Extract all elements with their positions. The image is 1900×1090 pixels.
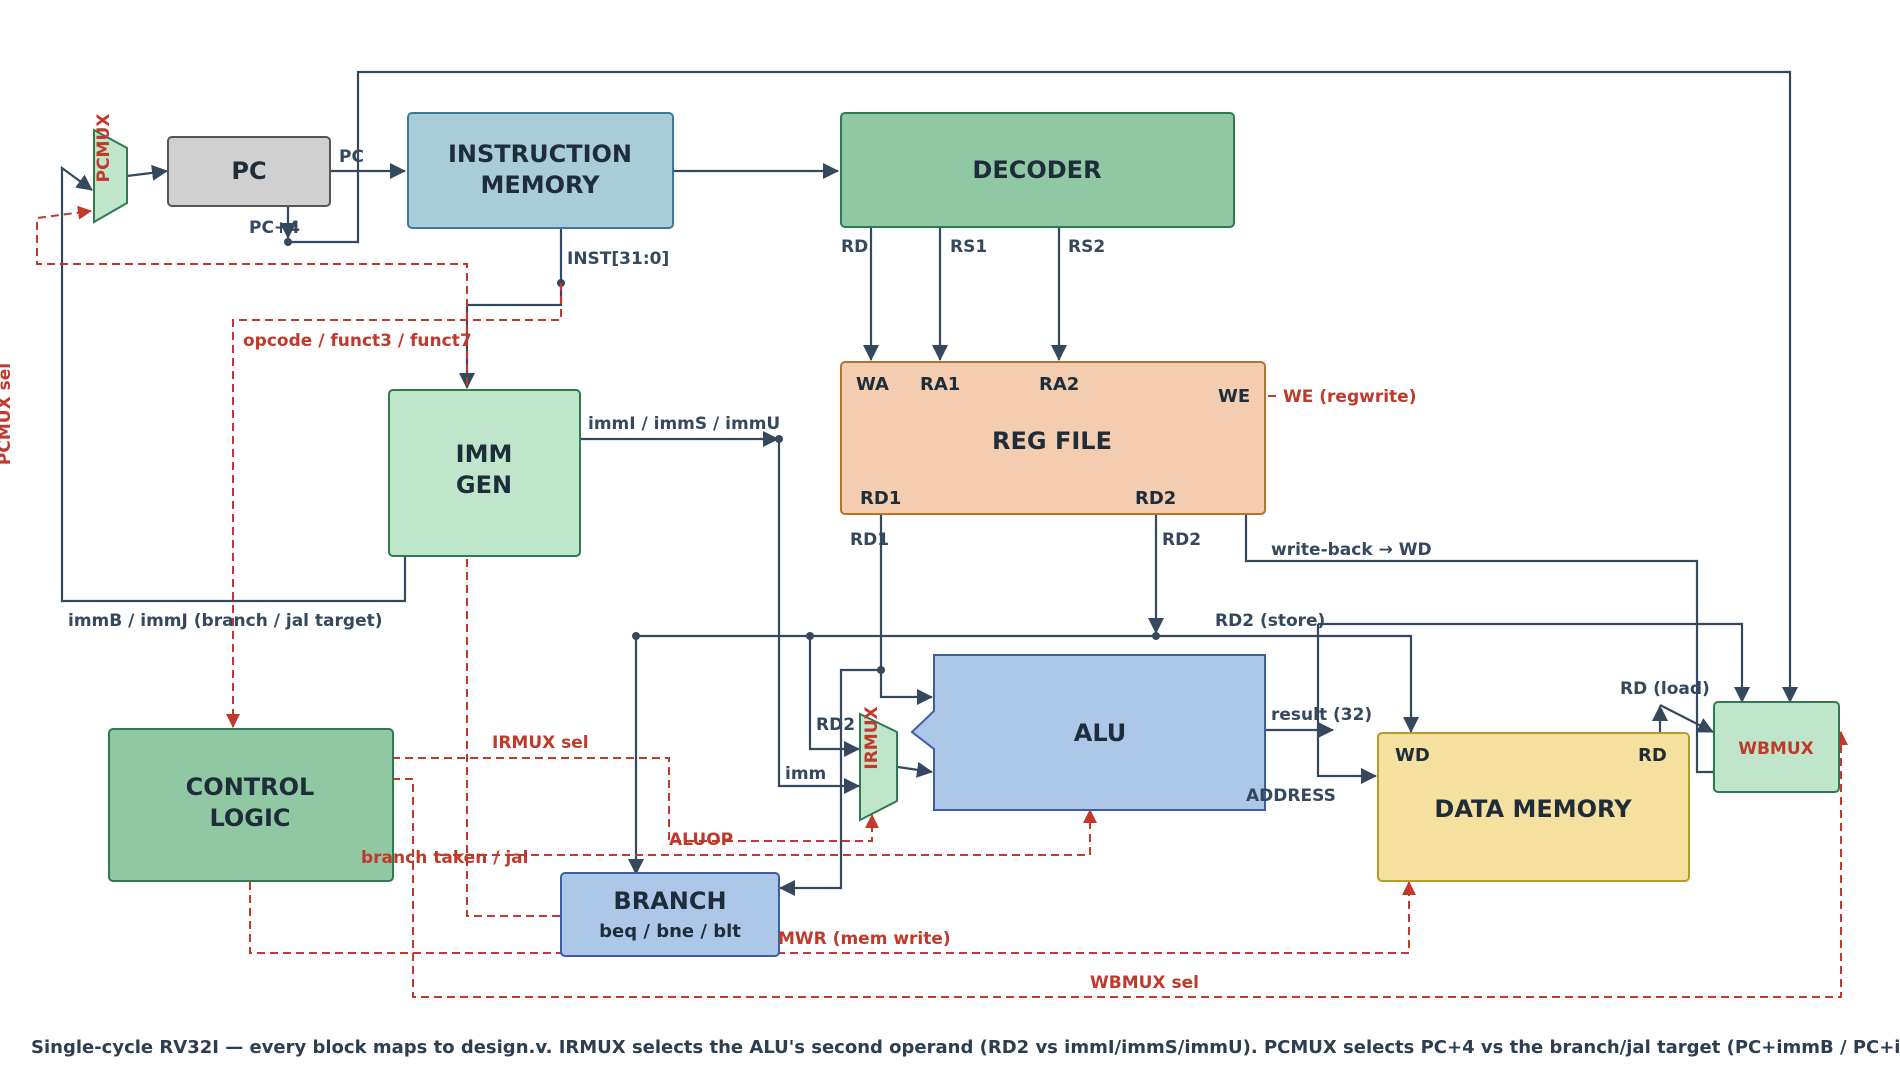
sig-result: result (32) [1271, 705, 1372, 725]
decoder-block: DECODER [840, 112, 1235, 228]
dmem-label: DATA MEMORY [1434, 795, 1632, 823]
sig-rd1: RD1 [850, 530, 889, 550]
cwire-mwr [249, 881, 1416, 954]
sig-inst: INST[31:0] [567, 249, 669, 269]
imem-label-line1: INSTRUCTION [448, 140, 632, 168]
branch-sublabel: beq / bne / blt [599, 921, 741, 942]
pc-block: PC [167, 136, 331, 207]
control-labels: PCMUX sel opcode / funct3 / funct7 WE (r… [0, 331, 1416, 993]
wire-pcmux-to-pc [126, 164, 168, 181]
ctl-branch-taken: branch taken / jal [361, 848, 528, 868]
instruction-memory-block: INSTRUCTION MEMORY [407, 112, 674, 229]
ctl-irmux-sel: IRMUX sel [492, 733, 589, 753]
sig-imm-ius: immI / immS / immU [588, 414, 780, 434]
ctl-wbmux-sel: WBMUX sel [1090, 973, 1199, 993]
branch-label: BRANCH [613, 887, 726, 915]
wire-inst-to-immgen [459, 283, 563, 389]
regfile-port-rd1: RD1 [860, 488, 901, 509]
sig-mux-imm: imm [785, 764, 826, 784]
wire-load-to-wbmux [1659, 704, 1714, 733]
register-file-block: REG FILE WA RA1 RA2 WE RD1 RD2 [840, 361, 1266, 515]
sig-rd2-store: RD2 (store) [1215, 611, 1325, 631]
pcmux: PCMUX [93, 114, 128, 224]
diagram-caption: Single-cycle RV32I — every block maps to… [31, 1037, 1900, 1058]
sig-writeback: write-back → WD [1271, 540, 1432, 560]
branch-block: BRANCH beq / bne / blt [560, 872, 780, 957]
wire-immbj-to-pcmux [60, 165, 407, 603]
ctl-aluop: ALUOP [669, 830, 733, 850]
imem-label-line2: MEMORY [480, 171, 600, 199]
wire-rd1-to-alu [879, 670, 933, 705]
sig-rs1: RS1 [950, 237, 987, 257]
wire-imm-to-irmux [777, 439, 860, 794]
ctl-pcmux-sel: PCMUX sel [0, 363, 15, 465]
irmux-label: IRMUX [862, 706, 882, 769]
immgen-label-line1: IMM [456, 440, 513, 468]
dmem-port-rd: RD [1638, 745, 1667, 766]
ctl-mwr: MWR (mem write) [778, 929, 951, 949]
cwire-aluop [440, 809, 1097, 856]
regfile-label: REG FILE [992, 427, 1112, 455]
sig-pc-plus4: PC+4 [249, 218, 300, 238]
imm-gen-block: IMM GEN [388, 389, 581, 557]
wire-result-to-dmem-addr [1316, 624, 1377, 784]
sig-pc: PC [339, 147, 364, 167]
sig-rd-load: RD (load) [1620, 679, 1710, 699]
regfile-port-rd2: RD2 [1135, 488, 1176, 509]
alu-label: ALU [1074, 719, 1127, 747]
pcmux-label: PCMUX [94, 114, 114, 183]
wire-rd2-to-dmem-wd [1156, 634, 1419, 733]
cwire-wbmux-sel [392, 731, 1848, 998]
sig-address: ADDRESS [1246, 786, 1336, 806]
immgen-label-line2: GEN [456, 471, 512, 499]
sig-rd2: RD2 [1162, 530, 1201, 550]
ctl-opcode: opcode / funct3 / funct7 [243, 331, 472, 351]
decoder-label: DECODER [972, 156, 1101, 184]
control-label-line1: CONTROL [186, 773, 315, 801]
sig-rd: RD [841, 237, 868, 257]
irmux: IRMUX [859, 706, 898, 822]
pc-label: PC [231, 157, 266, 185]
signal-labels: PC PC+4 INST[31:0] RD RS1 RS2 immI / imm… [68, 147, 1710, 806]
wire-result-to-wbmux [1318, 622, 1750, 703]
regfile-port-we: WE [1218, 386, 1250, 407]
data-memory-block: DATA MEMORY WD RD [1377, 732, 1690, 882]
regfile-port-wa: WA [856, 374, 889, 395]
wbmux: WBMUX [1713, 701, 1840, 793]
control-label-line2: LOGIC [209, 804, 290, 832]
wire-rd1-to-branch [779, 668, 881, 896]
ctl-we-regwrite: WE (regwrite) [1283, 387, 1416, 407]
regfile-port-ra2: RA2 [1039, 374, 1079, 395]
wbmux-label: WBMUX [1738, 739, 1814, 759]
cwire-opcode-to-control [226, 283, 562, 728]
wire-pc4-to-wbmux [288, 70, 1798, 703]
control-logic-block: CONTROL LOGIC [108, 728, 394, 882]
data-wires [60, 70, 1798, 896]
sig-rs2: RS2 [1068, 237, 1105, 257]
wire-rd2-to-irmux [808, 636, 860, 757]
cwire-irmux-sel [392, 757, 879, 842]
dmem-port-wd: WD [1395, 745, 1430, 766]
alu-block: ALU [910, 654, 1266, 811]
sig-mux-rd2: RD2 [816, 715, 855, 735]
wire-irmux-to-alu [897, 761, 933, 778]
regfile-port-ra1: RA1 [920, 374, 960, 395]
sig-imm-bj: immB / immJ (branch / jal target) [68, 611, 383, 631]
